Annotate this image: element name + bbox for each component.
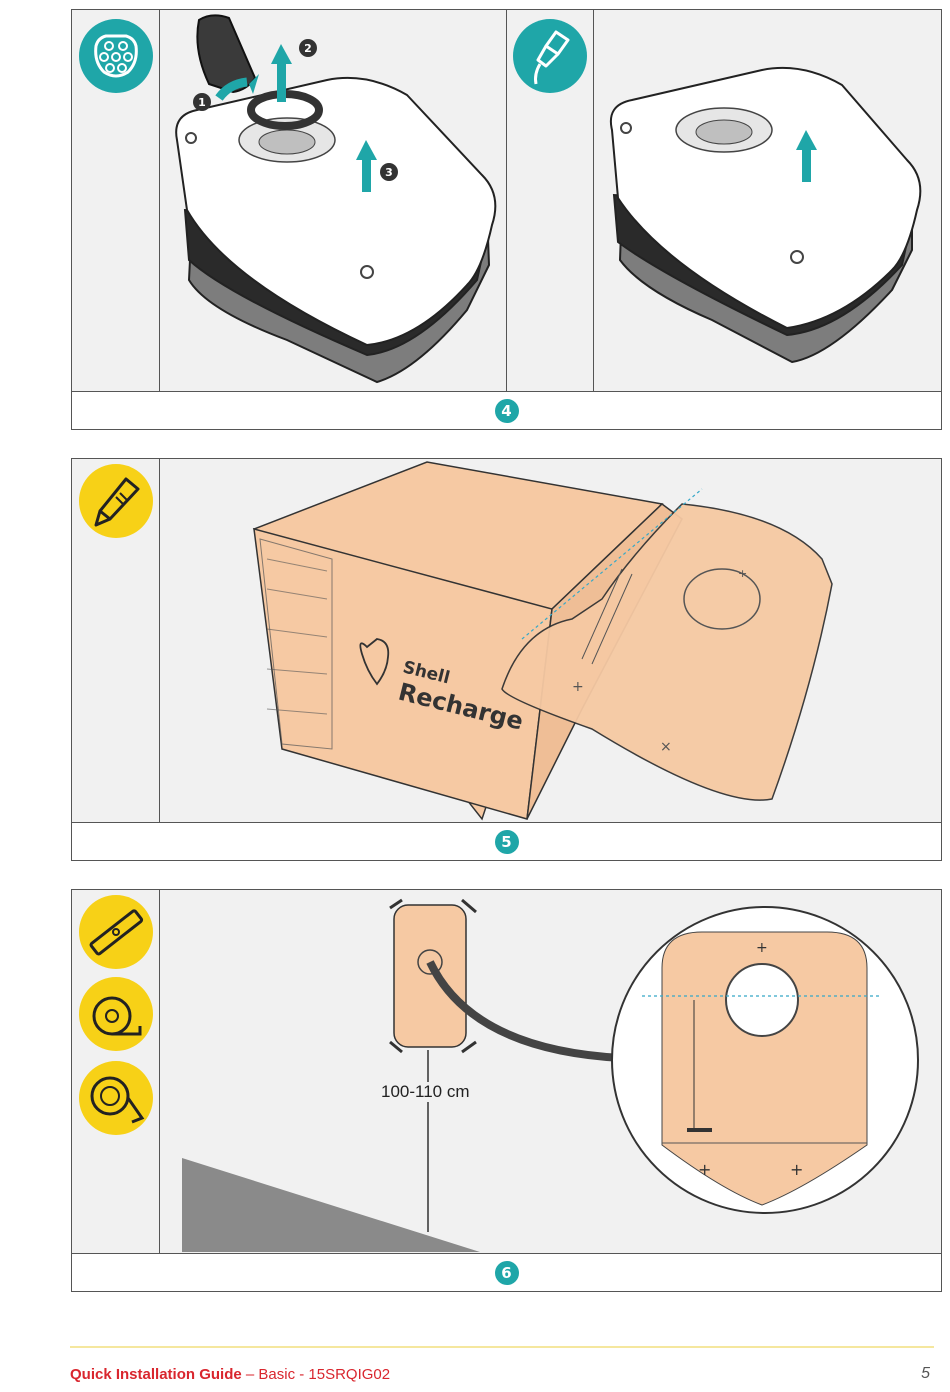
svg-text:×: ×	[660, 739, 672, 755]
step-number: 5	[494, 829, 519, 854]
callout-2: 2	[304, 42, 312, 55]
step-6-bar: 6	[72, 1253, 941, 1291]
divider	[159, 459, 160, 824]
tape-measure-icon	[78, 976, 154, 1052]
divider	[593, 10, 594, 393]
svg-text:+: +	[790, 1160, 803, 1179]
footer-subtitle: Basic - 15SRQIG02	[258, 1366, 391, 1383]
footer: Quick Installation Guide – Basic - 15SRQ…	[70, 1366, 390, 1383]
step-5-panel: Shell Recharge + × + 5	[71, 458, 942, 861]
step-5-bar: 5	[72, 822, 941, 860]
charger-illustration-open-lid: 1 2 3	[167, 10, 502, 393]
footer-separator: –	[241, 1366, 259, 1383]
step-6-panel: + + + 100-110 cm 6	[71, 889, 942, 1292]
charger-illustration-closed	[602, 10, 937, 393]
svg-text:+: +	[738, 567, 747, 580]
svg-text:+: +	[572, 679, 584, 695]
wall-mounting-illustration: + + +	[162, 890, 942, 1255]
utility-knife-icon	[78, 463, 154, 539]
divider	[506, 10, 507, 393]
step-number: 4	[494, 398, 519, 423]
divider	[159, 890, 160, 1255]
footer-title: Quick Installation Guide	[70, 1366, 242, 1383]
divider	[159, 10, 160, 393]
callout-1: 1	[198, 96, 206, 109]
page-number: 5	[921, 1365, 930, 1382]
charging-plug-icon	[512, 18, 588, 94]
step-4-bar: 4	[72, 391, 941, 429]
box-illustration: Shell Recharge + × +	[162, 459, 942, 824]
type2-socket-icon	[78, 18, 154, 94]
adhesive-tape-icon	[78, 1060, 154, 1136]
spirit-level-icon	[78, 894, 154, 970]
step-number: 6	[494, 1260, 519, 1285]
svg-text:+: +	[698, 1160, 711, 1179]
step-4-panel: 1 2 3 4	[71, 9, 942, 430]
footer-rule	[70, 1346, 934, 1348]
callout-3: 3	[385, 166, 393, 179]
svg-text:+: +	[756, 940, 768, 956]
height-measurement: 100-110 cm	[379, 1082, 472, 1102]
